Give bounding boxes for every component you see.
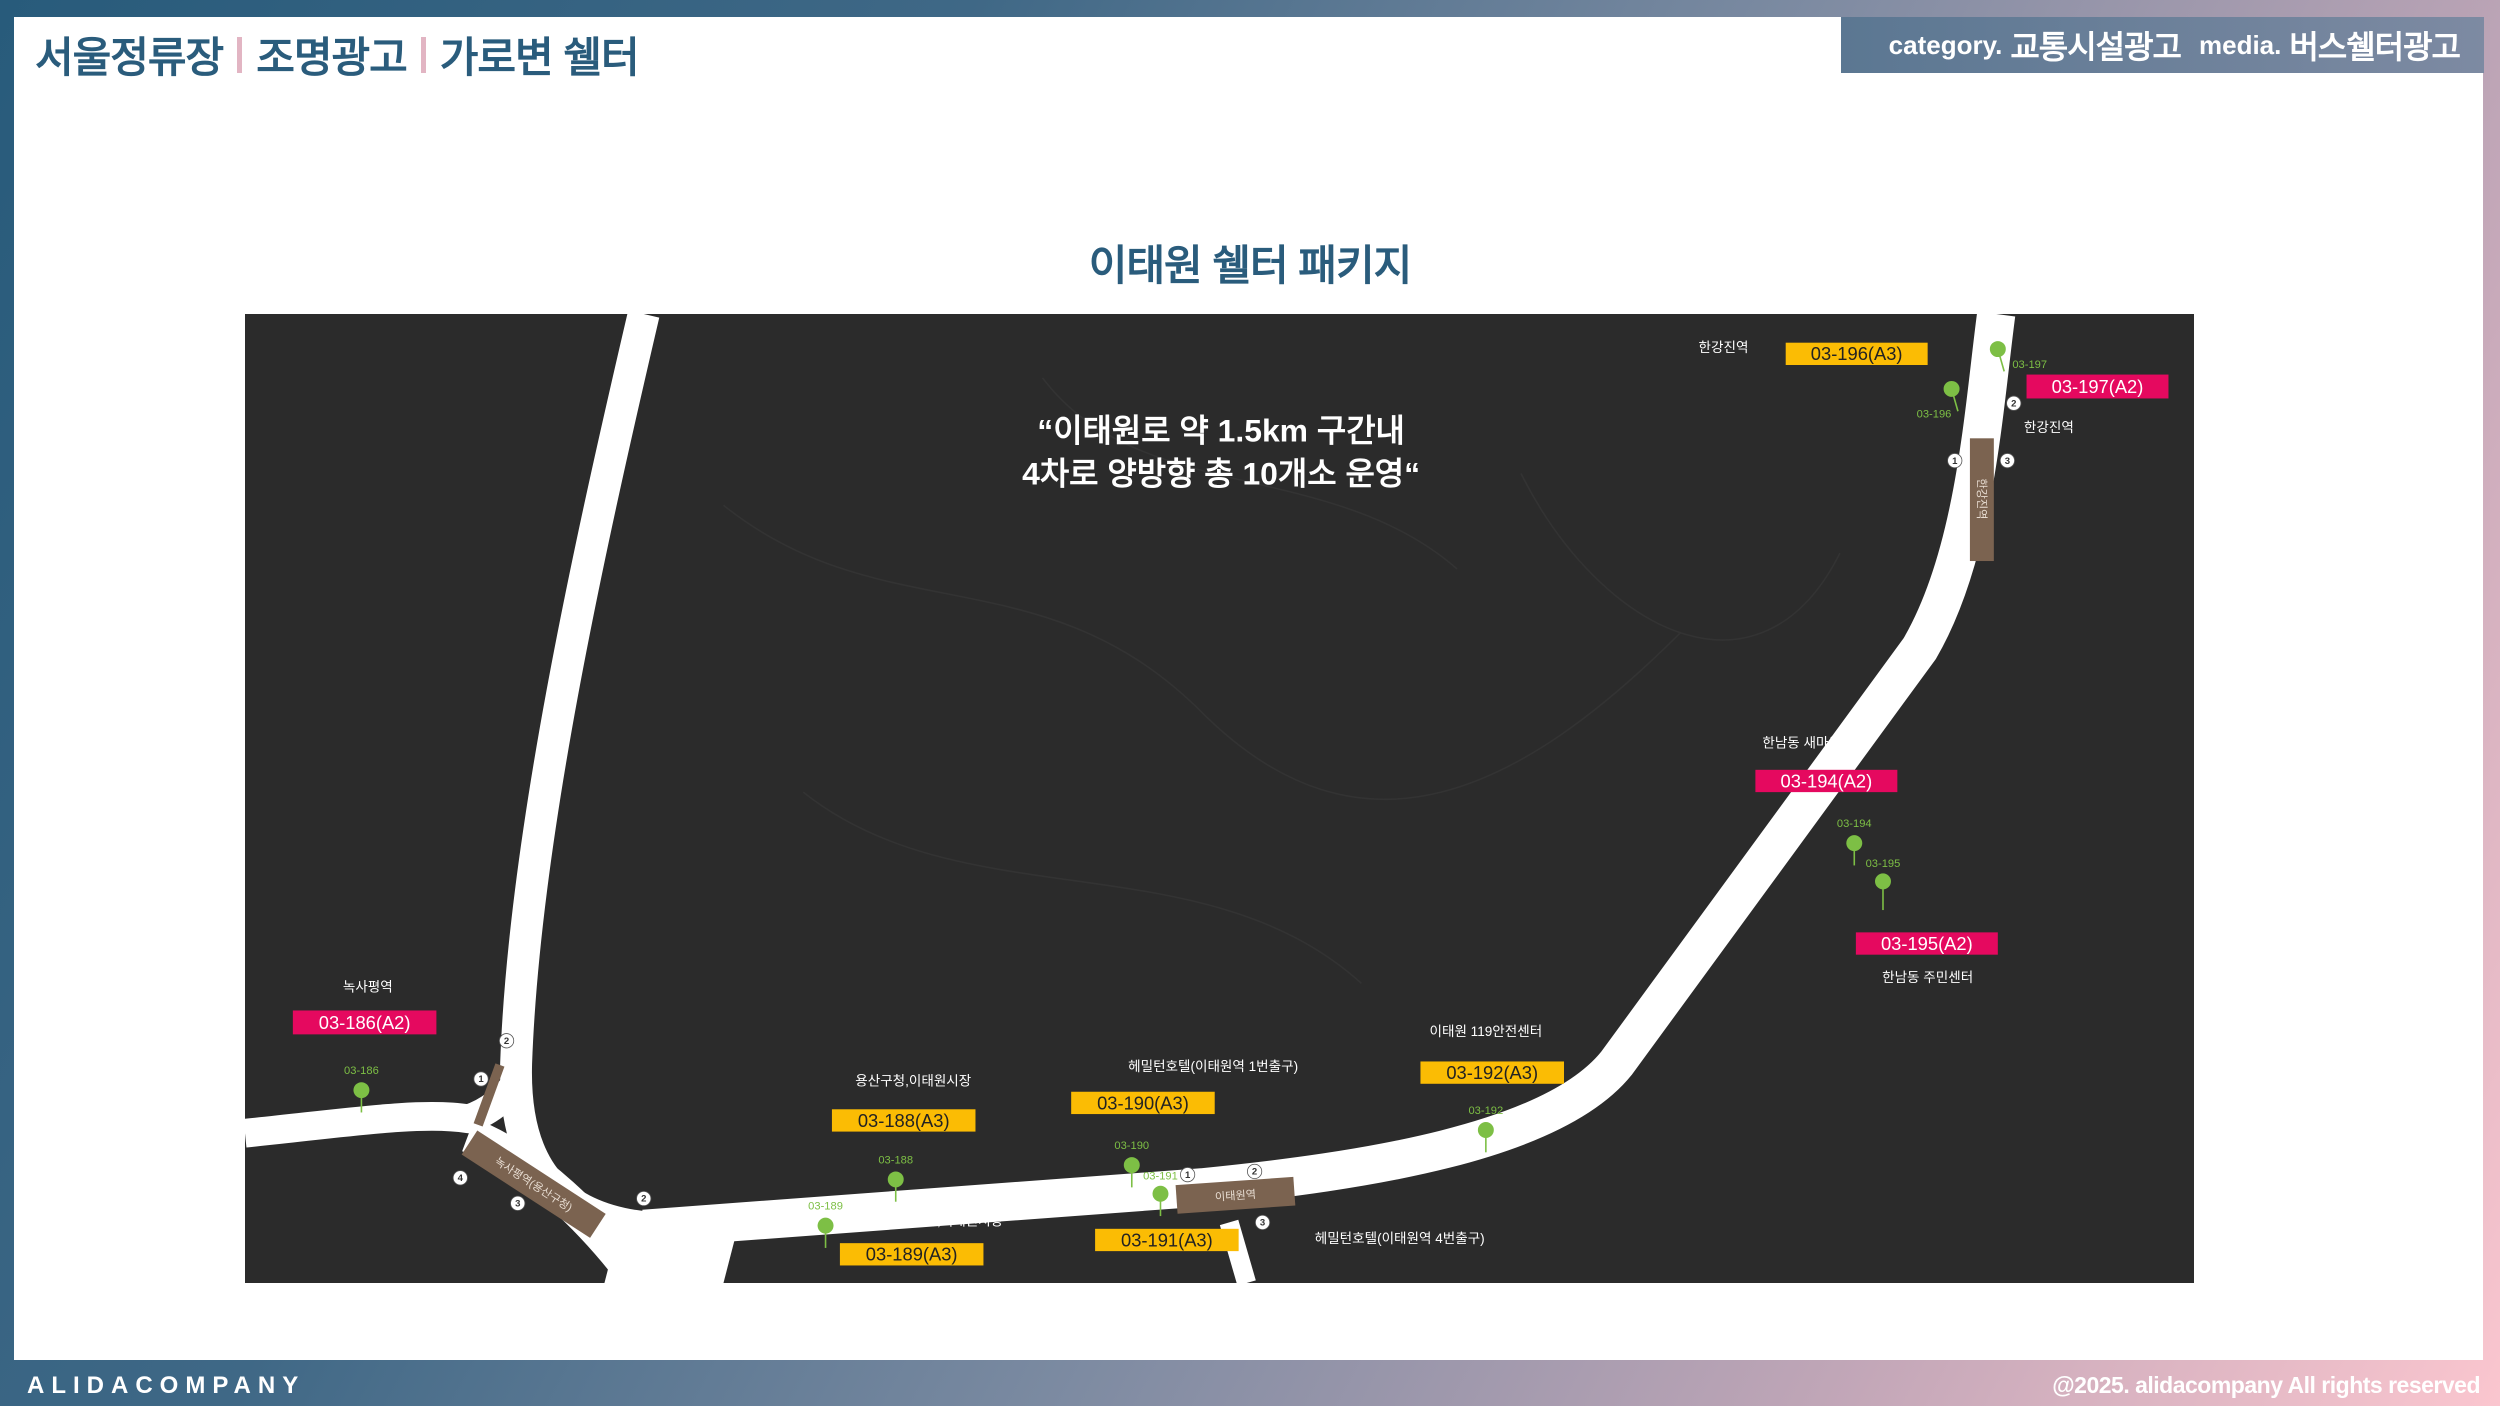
- shelter-box-03-186: 03-186(A2): [292, 1010, 437, 1035]
- station-label: 이태원역: [1215, 1188, 1257, 1204]
- pin-label: 03-197: [2012, 359, 2047, 371]
- quote-line-1: “이태원로 약 1.5km 구간내: [1037, 413, 1405, 449]
- shelter-code: 03-196(A3): [1811, 343, 1903, 364]
- pin-label: 03-191: [1143, 1170, 1178, 1182]
- map-faint-details: [722, 377, 1841, 984]
- road-west: [245, 1070, 532, 1148]
- title-part-2: 조명광고: [256, 34, 408, 81]
- pin-icon: [1875, 873, 1891, 911]
- title-part-1: 서울정류장: [35, 34, 224, 81]
- title-separator: [420, 36, 426, 73]
- pin-icon: [1152, 1185, 1169, 1217]
- pin-label: 03-195: [1866, 858, 1901, 870]
- location-labels: 녹사평역 용산구청,이태원시장 용산구청,이태원시장 헤밀턴호텔(이태원역 1번…: [343, 340, 2074, 1246]
- station-label: 한강진역: [1975, 478, 1988, 519]
- pin-icon: [887, 1171, 904, 1202]
- station-entrance: [473, 1063, 505, 1127]
- category-key: category.: [1888, 29, 2003, 60]
- exit-number: 2: [2011, 398, 2016, 409]
- station-hangangjin: 한강진역: [1969, 438, 1994, 562]
- exit-number: 4: [458, 1173, 464, 1184]
- shelter-box-03-191: 03-191(A3): [1095, 1228, 1239, 1252]
- shelter-code: 03-186(A2): [319, 1012, 411, 1033]
- map-pins: [353, 341, 2006, 1248]
- pin-icon: [1846, 835, 1863, 866]
- location-label: 용산구청,이태원시장: [887, 1214, 1003, 1229]
- pin-label: 03-192: [1468, 1105, 1503, 1117]
- pin-icon: [1123, 1157, 1140, 1188]
- exit-number: 3: [515, 1199, 520, 1210]
- pin-label: 03-189: [808, 1201, 843, 1213]
- title-separator: [237, 36, 243, 73]
- section-title: 이태원 쉘터 패키지: [1088, 242, 1412, 289]
- shelter-code-boxes: 03-186(A2) 03-188(A3) 03-189(A3) 03-190(…: [292, 342, 2169, 1266]
- location-label: 한남동 새마을 금고: [1762, 736, 1869, 751]
- location-label: 한강진역: [2024, 420, 2074, 435]
- pin-icon: [1943, 380, 1960, 412]
- title-part-3: 가로변 쉘터: [439, 34, 640, 81]
- exit-number: 1: [1952, 456, 1958, 467]
- exit-number: 2: [504, 1036, 509, 1047]
- exit-number: 2: [1252, 1167, 1257, 1178]
- pin-label: 03-188: [878, 1154, 913, 1166]
- shelter-box-03-194: 03-194(A2): [1755, 769, 1898, 793]
- category-badge: category. 교통시설광고 media. 버스쉘터광고: [1841, 17, 2484, 73]
- media-key: media.: [2198, 29, 2282, 60]
- pin-icon: [1477, 1122, 1494, 1153]
- shelter-box-03-196: 03-196(A3): [1785, 342, 1928, 365]
- pin-labels: 03-186 03-188 03-189 03-190 03-191 03-19…: [344, 359, 2047, 1212]
- shelter-map: 녹사평역(용산구청) 이태원역 한강진역 2 1 4 3 2 1 2 3 1 2…: [245, 314, 2194, 1283]
- pin-icon: [817, 1217, 834, 1248]
- media-value: 버스쉘터광고: [2289, 29, 2461, 65]
- location-label: 헤밀턴호텔(이태원역 1번출구): [1128, 1059, 1298, 1074]
- pin-label: 03-194: [1837, 818, 1872, 830]
- location-label: 헤밀턴호텔(이태원역 4번출구): [1315, 1231, 1485, 1246]
- location-label: 한강진역: [1699, 340, 1749, 355]
- pin-label: 03-190: [1114, 1140, 1149, 1152]
- pin-label: 03-186: [344, 1065, 379, 1077]
- shelter-box-03-190: 03-190(A3): [1071, 1091, 1215, 1115]
- location-label: 이태원 119안전센터: [1430, 1024, 1543, 1039]
- shelter-box-03-197: 03-197(A2): [2026, 374, 2169, 399]
- location-label: 용산구청,이태원시장: [855, 1073, 971, 1088]
- page-title: 서울정류장 조명광고 가로변 쉘터: [35, 24, 640, 85]
- shelter-code: 03-195(A2): [1881, 933, 1973, 954]
- exit-number: 2: [641, 1194, 646, 1205]
- exit-numbers: 2 1 4 3 2 1 2 3 1 2 3: [452, 395, 2022, 1231]
- shelter-code: 03-191(A3): [1121, 1229, 1213, 1250]
- shelter-code: 03-189(A3): [866, 1244, 958, 1265]
- road-itaewon-ro: [642, 314, 2016, 1248]
- exit-number: 3: [2005, 456, 2010, 467]
- pin-icon: [1989, 341, 2006, 372]
- pin-icon: [353, 1082, 370, 1113]
- station-itaewon: 이태원역: [1175, 1176, 1296, 1214]
- location-label: 녹사평역: [343, 979, 393, 994]
- footer-brand: ALIDACOMPANY: [27, 1372, 306, 1399]
- location-label: 한남동 주민센터: [1882, 970, 1973, 985]
- shelter-box-03-195: 03-195(A2): [1855, 932, 1998, 955]
- shelter-code: 03-197(A2): [2052, 376, 2144, 397]
- shelter-box-03-188: 03-188(A3): [831, 1109, 976, 1132]
- exit-number: 1: [1185, 1170, 1191, 1181]
- footer-copyright: @2025. alidacompany All rights reserved: [2052, 1372, 2480, 1398]
- exit-number: 3: [1260, 1218, 1265, 1229]
- shelter-box-03-189: 03-189(A3): [839, 1243, 984, 1266]
- road-south-left: [604, 1208, 736, 1283]
- shelter-code: 03-192(A3): [1446, 1062, 1538, 1083]
- shelter-code: 03-190(A3): [1097, 1092, 1189, 1113]
- pin-label: 03-196: [1917, 409, 1952, 421]
- shelter-code: 03-188(A3): [858, 1110, 950, 1131]
- quote-line-2: 4차로 양방향 총 10개소 운영“: [1022, 456, 1420, 492]
- category-value: 교통시설광고: [2010, 29, 2182, 65]
- shelter-box-03-192: 03-192(A3): [1420, 1061, 1565, 1084]
- exit-number: 1: [478, 1074, 484, 1085]
- shelter-code: 03-194(A2): [1781, 770, 1873, 791]
